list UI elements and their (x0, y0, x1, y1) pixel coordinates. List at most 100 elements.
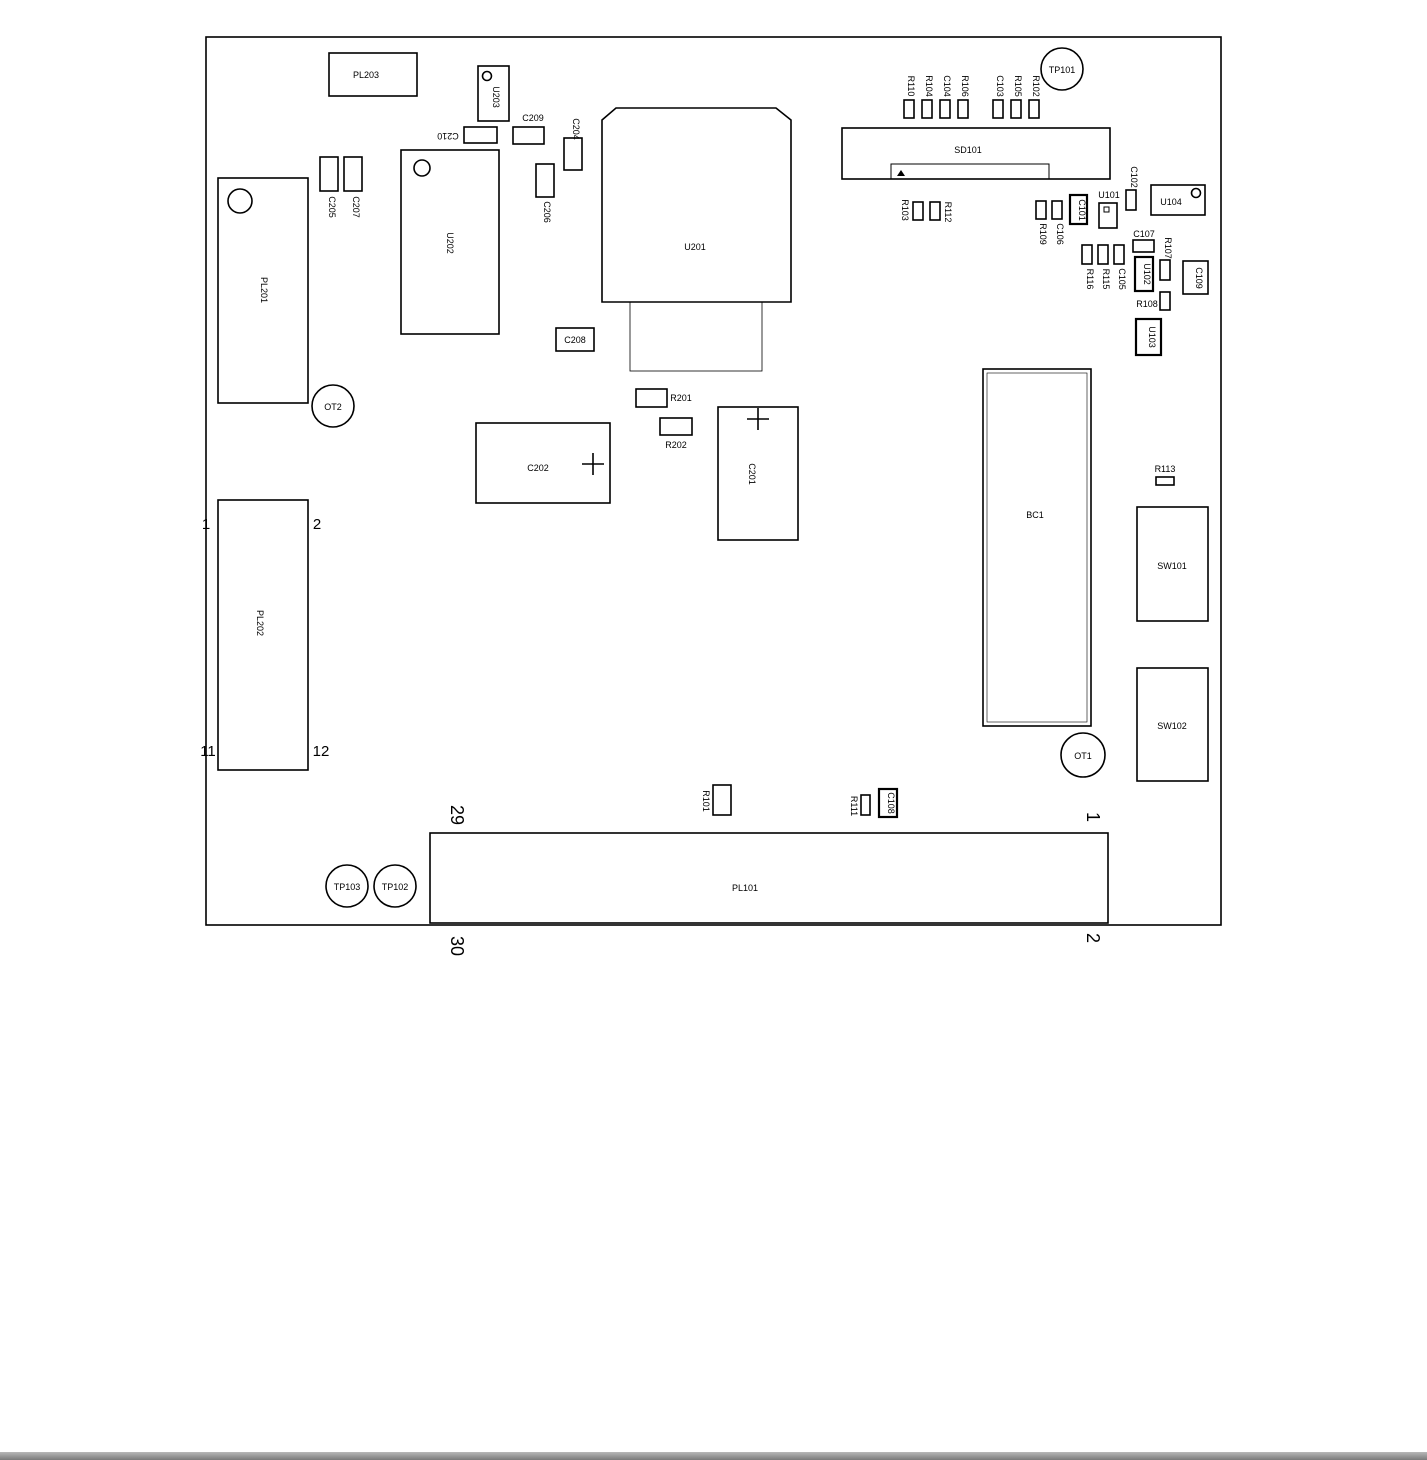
svg-text:R113: R113 (1155, 464, 1176, 474)
svg-text:C210: C210 (437, 131, 459, 141)
svg-text:R105: R105 (1013, 75, 1023, 97)
svg-text:R109: R109 (1038, 223, 1048, 245)
svg-text:C108: C108 (886, 792, 896, 814)
svg-text:U203: U203 (491, 86, 501, 108)
component-c109: C109 (1182, 260, 1209, 295)
svg-text:C102: C102 (1129, 166, 1139, 188)
pl202-pin-2: 2 (313, 516, 321, 533)
component-tp102: TP102 (373, 864, 417, 908)
svg-text:TP101: TP101 (1049, 65, 1076, 75)
component-c102: C102 (1125, 166, 1139, 211)
svg-text:R108: R108 (1136, 299, 1158, 309)
svg-text:SW102: SW102 (1157, 721, 1187, 731)
svg-text:C202: C202 (527, 463, 549, 473)
pl202-pin-12: 12 (313, 743, 330, 760)
svg-text:R111: R111 (849, 796, 859, 816)
svg-text:C205: C205 (327, 196, 337, 218)
svg-text:R115: R115 (1101, 269, 1111, 290)
svg-text:R110: R110 (906, 76, 916, 97)
component-c108: C108 (877, 787, 899, 819)
svg-text:BC1: BC1 (1026, 510, 1044, 520)
svg-text:C208: C208 (564, 335, 586, 345)
component-r202: R202 (659, 417, 693, 450)
component-r115: R115 (1097, 244, 1111, 290)
component-r111: R111 (849, 794, 871, 816)
component-u101: U101 (1098, 190, 1120, 229)
svg-text:PL201: PL201 (259, 277, 269, 303)
svg-text:C104: C104 (942, 75, 952, 97)
component-sd101: SD101 (841, 127, 1111, 180)
svg-text:U101: U101 (1098, 190, 1120, 200)
component-sw102: SW102 (1136, 667, 1209, 782)
svg-text:PL203: PL203 (353, 70, 379, 80)
component-u104: U104 (1150, 184, 1206, 216)
svg-text:C107: C107 (1133, 229, 1155, 239)
svg-text:R106: R106 (960, 75, 970, 97)
component-r112: R112 (929, 201, 953, 223)
svg-text:U104: U104 (1160, 197, 1182, 207)
svg-text:C207: C207 (351, 196, 361, 218)
component-c201: C201 (717, 406, 799, 541)
component-c204: C204 (563, 118, 583, 171)
component-sw101: SW101 (1136, 506, 1209, 622)
svg-text:R101: R101 (701, 790, 711, 812)
svg-text:R116: R116 (1085, 269, 1095, 290)
component-u103: U103 (1134, 317, 1163, 357)
svg-text:U103: U103 (1147, 326, 1157, 348)
component-r108: R108 (1136, 291, 1171, 311)
pl101-pin-29: 29 (447, 805, 467, 825)
component-r107: R107 (1159, 237, 1173, 281)
pl202-pin-11: 11 (200, 743, 216, 760)
component-c206: C206 (535, 163, 555, 223)
component-r105: R105 (1010, 75, 1023, 119)
svg-text:OT1: OT1 (1074, 751, 1092, 761)
svg-text:C209: C209 (522, 113, 544, 123)
component-u102: U102 (1133, 255, 1155, 293)
component-c103: C103 (992, 75, 1005, 119)
component-c209: C209 (512, 113, 545, 145)
pl202-pin-1: 1 (202, 516, 210, 533)
component-c101: C101 (1068, 193, 1089, 226)
component-c207: C207 (343, 156, 363, 218)
component-pl101: PL101 (429, 832, 1109, 924)
component-pl202: PL202 (217, 499, 309, 771)
svg-text:R103: R103 (900, 199, 910, 221)
component-bc1: BC1 (982, 368, 1092, 727)
svg-text:R107: R107 (1163, 237, 1173, 259)
board-outline (205, 36, 1222, 926)
component-r103: R103 (900, 199, 924, 221)
component-c107: C107 (1132, 229, 1155, 253)
component-c205: C205 (319, 156, 339, 218)
svg-text:PL101: PL101 (732, 883, 758, 893)
component-r109: R109 (1035, 200, 1048, 245)
svg-text:OT2: OT2 (324, 402, 342, 412)
svg-text:C201: C201 (747, 463, 757, 485)
pl101-pin-2: 2 (1083, 933, 1103, 943)
svg-text:TP102: TP102 (382, 882, 409, 892)
component-c106: C106 (1051, 200, 1065, 245)
svg-text:TP103: TP103 (334, 882, 361, 892)
svg-text:SW101: SW101 (1157, 561, 1187, 571)
svg-text:R112: R112 (943, 202, 953, 223)
svg-text:SD101: SD101 (954, 145, 982, 155)
pl101-pin-1: 1 (1083, 812, 1103, 822)
component-r116: R116 (1081, 244, 1095, 290)
svg-text:R102: R102 (1031, 75, 1041, 97)
svg-text:C103: C103 (995, 75, 1005, 97)
component-tp103: TP103 (325, 864, 369, 908)
svg-text:PL202: PL202 (255, 610, 265, 636)
component-ot2: OT2 (311, 384, 355, 428)
component-u203: U203 (477, 65, 510, 122)
svg-text:C109: C109 (1194, 267, 1204, 289)
component-r104: R104 (921, 75, 934, 119)
component-c105: C105 (1113, 244, 1127, 290)
component-tp101: TP101 (1040, 47, 1084, 91)
component-c104: C104 (939, 75, 952, 119)
component-pl201: PL201 (217, 177, 309, 404)
pl101-pin-30: 30 (447, 936, 467, 956)
component-r113: R113 (1155, 464, 1176, 486)
component-r106: R106 (957, 75, 970, 119)
svg-text:U201: U201 (684, 242, 706, 252)
svg-text:C106: C106 (1055, 223, 1065, 245)
